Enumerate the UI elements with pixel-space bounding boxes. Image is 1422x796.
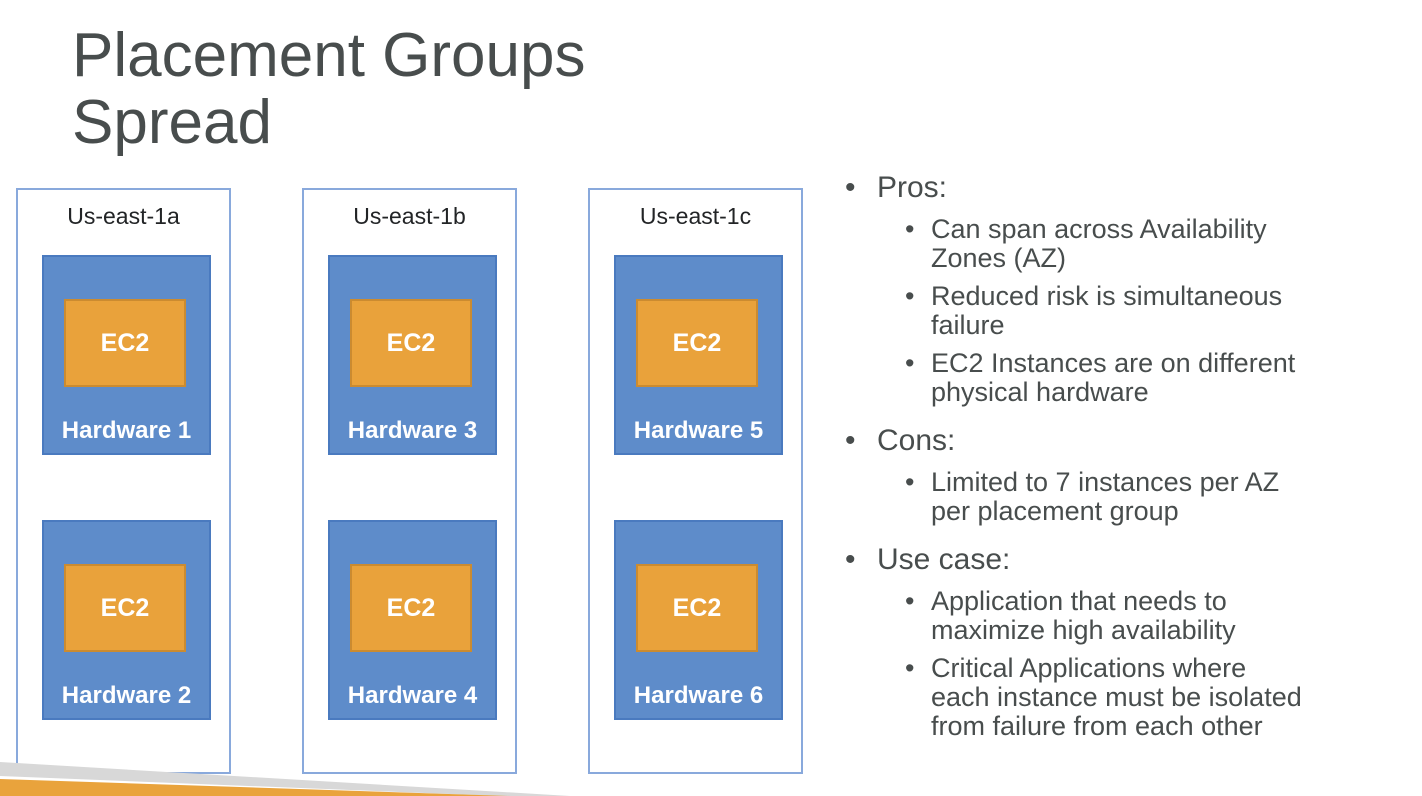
bullet-item: Limited to 7 instances per AZ per placem… xyxy=(905,468,1420,526)
bullet-glyph xyxy=(845,170,877,206)
bullet-glyph xyxy=(905,282,931,311)
bullet-item: Reduced risk is simultaneous failure xyxy=(905,282,1420,340)
ec2-label: EC2 xyxy=(100,328,150,357)
az-label: Us-east-1c xyxy=(639,203,752,229)
az-label: Us-east-1a xyxy=(67,203,180,229)
az-box-us-east-1c: Us-east-1c EC2 Hardware 5 EC2 Hardware 6 xyxy=(588,188,803,774)
hardware-label: Hardware 2 xyxy=(61,682,192,709)
ec2-instance-box: EC2 xyxy=(350,299,472,387)
bullet-line: EC2 Instances are on different xyxy=(931,348,1296,378)
title-line-1: Placement Groups xyxy=(72,21,586,90)
bullet-line: Application that needs to xyxy=(931,586,1227,616)
bullet-line: each instance must be isolated xyxy=(931,682,1302,712)
az-box-us-east-1a: Us-east-1a EC2 Hardware 1 EC2 Hardware 2 xyxy=(16,188,231,774)
footer-gray-wedge xyxy=(0,762,570,796)
bullet-item: Critical Applications where each instanc… xyxy=(905,654,1420,741)
ec2-label: EC2 xyxy=(672,593,722,622)
az-label: Us-east-1b xyxy=(353,203,466,229)
bullet-item-cons: Cons: xyxy=(845,423,1420,459)
bullet-text: Limited to 7 instances per AZ per placem… xyxy=(931,468,1279,526)
bullet-line: Critical Applications where xyxy=(931,653,1247,683)
bullet-glyph xyxy=(905,468,931,497)
bullet-text: Use case: xyxy=(877,542,1010,578)
hardware-box-5: EC2 Hardware 5 xyxy=(614,255,783,455)
slide-title: Placement Groups Spread xyxy=(72,22,585,156)
hardware-box-2: EC2 Hardware 2 xyxy=(42,520,211,720)
bullet-item: Can span across Availability Zones (AZ) xyxy=(905,215,1420,273)
footer-orange-wedge xyxy=(0,779,510,796)
bullet-text: Cons: xyxy=(877,423,955,459)
bullet-text: Critical Applications where each instanc… xyxy=(931,654,1302,741)
bullet-glyph xyxy=(845,542,877,578)
ec2-label: EC2 xyxy=(672,328,722,357)
ec2-instance-box: EC2 xyxy=(636,564,758,652)
hardware-box-1: EC2 Hardware 1 xyxy=(42,255,211,455)
bullet-line: per placement group xyxy=(931,496,1179,526)
bullet-item-use-case: Use case: xyxy=(845,542,1420,578)
bullet-line: failure xyxy=(931,310,1005,340)
bullet-text: Pros: xyxy=(877,170,947,206)
bullet-text: Reduced risk is simultaneous failure xyxy=(931,282,1282,340)
ec2-label: EC2 xyxy=(386,328,436,357)
hardware-box-4: EC2 Hardware 4 xyxy=(328,520,497,720)
bullet-glyph xyxy=(845,423,877,459)
bullet-line: Can span across Availability xyxy=(931,214,1267,244)
bullet-text: Can span across Availability Zones (AZ) xyxy=(931,215,1267,273)
bullet-glyph xyxy=(905,587,931,616)
bullet-line: from failure from each other xyxy=(931,711,1263,741)
bullet-line: Reduced risk is simultaneous xyxy=(931,281,1283,311)
bullet-glyph xyxy=(905,654,931,683)
bullet-item: Application that needs to maximize high … xyxy=(905,587,1420,645)
ec2-instance-box: EC2 xyxy=(64,564,186,652)
bullet-line: Limited to 7 instances per AZ xyxy=(931,467,1280,497)
bullet-text: EC2 Instances are on different physical … xyxy=(931,349,1295,407)
notes-panel: Pros: Can span across Availability Zones… xyxy=(845,170,1420,741)
hardware-box-6: EC2 Hardware 6 xyxy=(614,520,783,720)
hardware-label: Hardware 1 xyxy=(61,417,192,444)
bullet-line: maximize high availability xyxy=(931,615,1236,645)
hardware-label: Hardware 5 xyxy=(633,417,764,444)
footer-decoration xyxy=(0,762,570,796)
bullet-line: Pros: xyxy=(877,171,948,204)
ec2-instance-box: EC2 xyxy=(636,299,758,387)
bullet-glyph xyxy=(905,349,931,378)
bullet-item: EC2 Instances are on different physical … xyxy=(905,349,1420,407)
hardware-label: Hardware 6 xyxy=(633,682,764,709)
hardware-box-3: EC2 Hardware 3 xyxy=(328,255,497,455)
ec2-label: EC2 xyxy=(386,593,436,622)
ec2-label: EC2 xyxy=(100,593,150,622)
hardware-label: Hardware 4 xyxy=(347,682,478,709)
ec2-instance-box: EC2 xyxy=(350,564,472,652)
bullet-glyph xyxy=(905,215,931,244)
title-line-2: Spread xyxy=(72,88,272,157)
bullet-line: Cons: xyxy=(877,424,956,457)
bullet-text: Application that needs to maximize high … xyxy=(931,587,1236,645)
az-box-us-east-1b: Us-east-1b EC2 Hardware 3 EC2 Hardware 4 xyxy=(302,188,517,774)
ec2-instance-box: EC2 xyxy=(64,299,186,387)
bullet-line: Use case: xyxy=(877,543,1011,576)
bullet-line: physical hardware xyxy=(931,377,1149,407)
bullet-line: Zones (AZ) xyxy=(931,243,1067,273)
bullet-item-pros: Pros: xyxy=(845,170,1420,206)
hardware-label: Hardware 3 xyxy=(347,417,478,444)
